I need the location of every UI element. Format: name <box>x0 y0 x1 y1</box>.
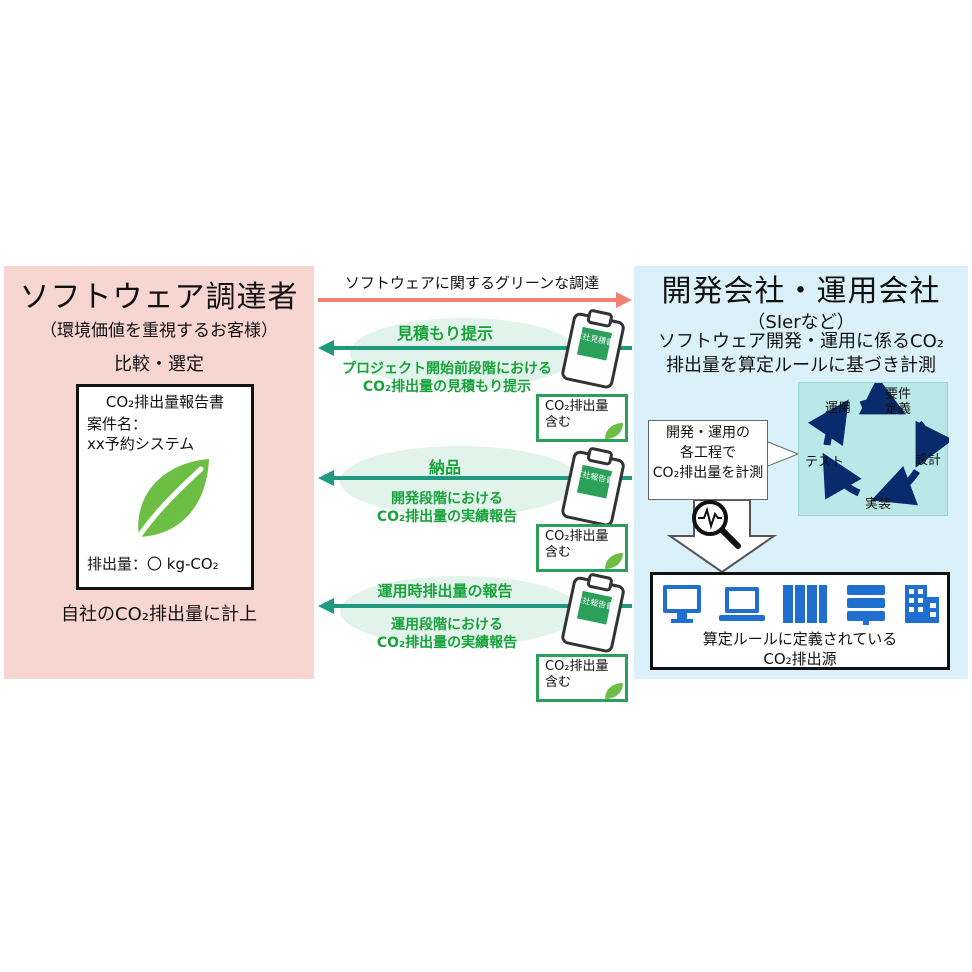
measure-line2: 各工程で <box>680 445 736 461</box>
co2-doc-line1: CO₂排出量 <box>545 529 609 544</box>
cycle-design: 設計 <box>915 453 942 468</box>
emission-sources-box: 算定ルールに定義されている CO₂排出源 <box>650 572 950 670</box>
co2-doc-line1: CO₂排出量 <box>545 399 609 414</box>
cycle-test: テスト <box>805 455 845 470</box>
magnifier-icon <box>692 500 741 549</box>
clipboard-report-icon: C社報告書 <box>561 447 625 527</box>
vendor-description: ソフトウェア開発・運用に係るCO₂ 排出量を算定ルールに基づき計測 <box>634 330 968 378</box>
sources-line1: 算定ルールに定義されている <box>702 630 898 648</box>
procurer-title: ソフトウェア調達者 <box>19 280 299 315</box>
clipboard-report-icon: C社報告書 <box>561 573 625 653</box>
co2-doc-line2: 含む <box>545 675 572 690</box>
cycle-operation: 運用 <box>825 401 852 416</box>
measure-line1: 開発・運用の <box>666 425 750 441</box>
delivery-title: 納品 <box>428 458 461 477</box>
emission-sources-label: 算定ルールに定義されている CO₂排出源 <box>653 629 947 669</box>
clipboard-estimate-icon: C社見積書 <box>561 309 625 389</box>
operation-report-title: 運用時排出量の報告 <box>377 582 513 600</box>
procurement-arrow <box>318 292 632 308</box>
vendor-desc-line2: 排出量を算定ルールに基づき計測 <box>666 355 936 376</box>
building-icon <box>905 585 939 623</box>
callout-pointer <box>768 441 800 467</box>
operation-detail-2: CO₂排出量の実績報告 <box>376 635 518 651</box>
procurer-subtitle: （環境価値を重視するお客様） <box>40 321 278 341</box>
laptop-icon <box>719 587 765 621</box>
report-case-name: xx予約システム <box>87 435 195 453</box>
report-case-label: 案件名： <box>87 415 148 433</box>
co2-doc-line2: 含む <box>545 545 572 560</box>
server-icon <box>847 585 885 625</box>
report-title: CO₂排出量報告書 <box>105 393 225 411</box>
delivery-detail-2: CO₂排出量の実績報告 <box>376 509 518 525</box>
vendor-desc-line1: ソフトウェア開発・運用に係るCO₂ <box>658 331 944 352</box>
flow-highlight <box>340 446 580 516</box>
measure-line3: CO₂排出量を計測 <box>652 465 764 481</box>
emission-source-icons <box>663 585 939 625</box>
measurement-callout: 開発・運用の 各工程で CO₂排出量を計測 <box>648 420 768 500</box>
sources-line2: CO₂排出源 <box>763 650 837 668</box>
leaf-icon <box>134 459 209 541</box>
co2-doc-line1: CO₂排出量 <box>545 659 609 674</box>
leaf-icon <box>605 423 623 439</box>
leaf-icon <box>605 683 623 699</box>
flow-highlight <box>350 318 578 388</box>
cycle-req-line2: 定義 <box>885 402 912 417</box>
cycle-arrows <box>807 383 949 506</box>
lifecycle-cycle: 要件 定義 設計 実装 テスト 運用 <box>798 382 949 516</box>
co2-doc-card: CO₂排出量 含む <box>536 654 628 702</box>
green-procurement-label: ソフトウェアに関するグリーンな調達 <box>344 274 600 292</box>
cycle-requirements: 要件 定義 <box>885 387 911 417</box>
estimate-title: 見積もり提示 <box>396 324 493 343</box>
estimate-detail-1: プロジェクト開始前段階における <box>342 361 552 377</box>
vendor-subtitle: （SIerなど） <box>747 312 855 333</box>
compare-label: 比較・選定 <box>114 354 204 375</box>
estimate-detail-2: CO₂排出量の見積もり提示 <box>362 379 532 395</box>
cycle-implementation: 実装 <box>865 497 892 512</box>
monitor-icon <box>663 585 701 623</box>
operation-detail-1: 運用段階における <box>391 617 503 633</box>
emission-report-card: CO₂排出量報告書 案件名： xx予約システム 排出量：〇 kg-CO₂ <box>76 384 254 590</box>
vendor-title: 開発会社・運用会社 <box>661 274 941 309</box>
co2-doc-card: CO₂排出量 含む <box>536 394 628 442</box>
report-emission: 排出量：〇 kg-CO₂ <box>87 555 219 573</box>
leaf-icon <box>605 553 623 569</box>
co2-doc-line2: 含む <box>545 415 572 430</box>
co2-doc-card: CO₂排出量 含む <box>536 524 628 572</box>
self-accounting-label: 自社のCO₂排出量に計上 <box>61 604 257 625</box>
cycle-req-line1: 要件 <box>885 387 912 402</box>
server-rack-icon <box>783 585 827 623</box>
flow-highlight <box>340 576 580 646</box>
delivery-detail-1: 開発段階における <box>391 491 503 507</box>
